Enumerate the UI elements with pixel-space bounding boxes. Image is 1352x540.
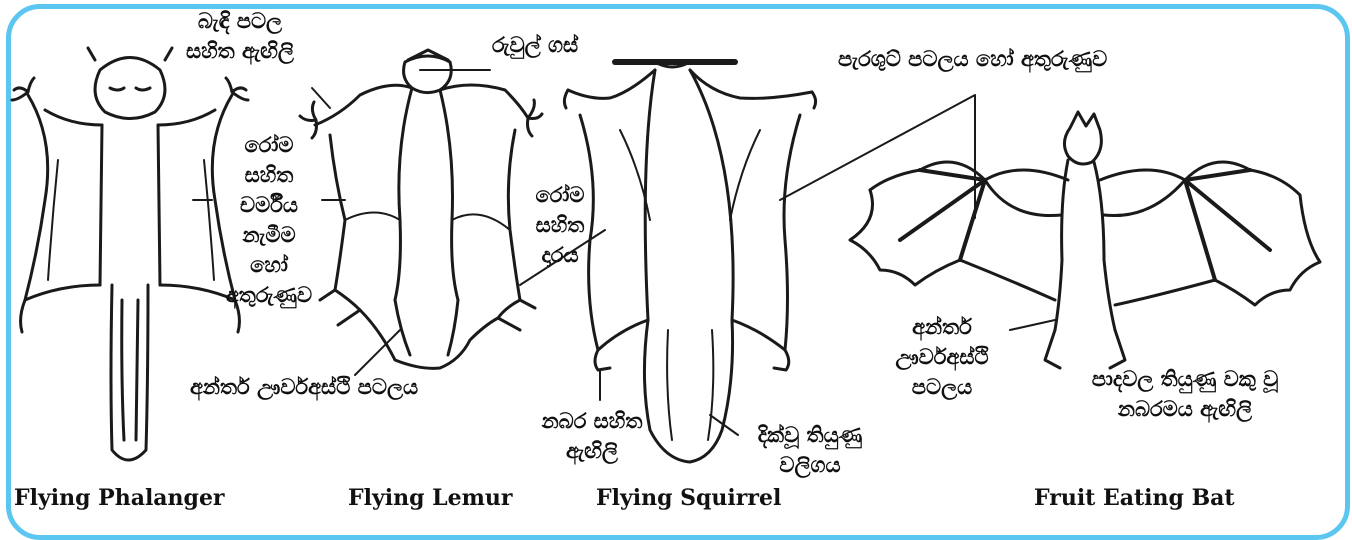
label-interfemoral-lemur: අන්තර් ඌර්වඅස්ථි පටලය [190,372,418,402]
squirrel-figure [564,62,815,462]
label-hooked-claws: පාදවල තියුණු වකු වූ නබරමය ඇඟිලි [1060,364,1310,424]
lemur-figure [300,50,542,368]
label-furred-skin-fold: රෝම සහිත චර්මීය නැමීම හෝ අතුරුණුව [214,130,324,310]
label-interfemoral-bat: අන්තර් ඌර්වඅස්ථි පටලය [872,312,1012,402]
label-long-tail: දික්වූ තියුණු වලිගය [740,420,880,480]
leader-interfemoral-bat [1010,320,1055,330]
label-webbed-fingers: බැඳි පටල සහිත ඇඟිලි [186,6,294,66]
leader-patagium [780,95,975,218]
label-patagium: පැරශුට් පටලය හෝ අතුරුණුව [838,44,1107,74]
label-tree-branch: රුවුල් ගස් [492,30,578,60]
caption-fruit-eating-bat: Fruit Eating Bat [1034,485,1235,511]
caption-flying-lemur: Flying Lemur [348,485,512,511]
caption-flying-squirrel: Flying Squirrel [596,485,781,511]
caption-flying-phalanger: Flying Phalanger [14,485,225,511]
leader-webbed-fingers [312,88,330,108]
label-furred-edge: රෝම සහිත දාරය [520,180,600,270]
leader-interfemoral-lemur [355,330,400,375]
label-clawed-digits: නබර සහිත ඇඟිලි [522,406,662,466]
